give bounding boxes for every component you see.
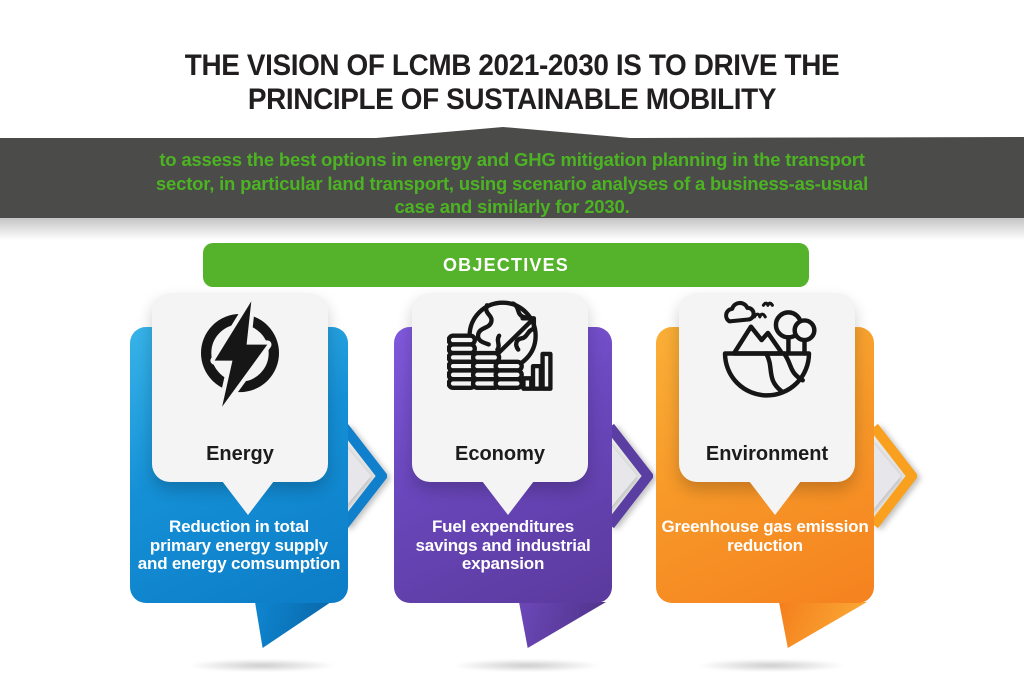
objectives-label: OBJECTIVES — [442, 255, 570, 275]
environment-bubble: Environment — [679, 293, 855, 482]
floor-shadow-energy — [187, 659, 337, 672]
energy-description-line: and energy comsumption — [137, 554, 341, 573]
energy-description-line: primary energy supply — [149, 535, 329, 555]
floor-shadow-environment — [696, 659, 846, 672]
ribbon-fold-energy — [255, 602, 331, 648]
vision-banner: to assess the best options in energy and… — [0, 127, 1024, 218]
environment-description-line: reduction — [727, 535, 803, 555]
lightning-circle-icon — [200, 299, 280, 409]
page-title: THE VISION OF LCMB 2021-2030 IS TO DRIVE… — [36, 49, 988, 117]
energy-bubble: Energy — [152, 293, 328, 482]
page-title-line-2: PRINCIPLE OF SUSTAINABLE MOBILITY — [247, 83, 777, 116]
environment-description: Greenhouse gas emission reduction — [656, 517, 874, 555]
economy-description-line: Fuel expenditures — [431, 517, 575, 536]
globe-coins-chart-icon — [447, 300, 553, 391]
energy-description: Reduction in total primary energy supply… — [130, 517, 348, 574]
chevron-right-icon-environment — [867, 423, 917, 529]
economy-description-line: savings and industrial — [415, 535, 591, 555]
economy-description: Fuel expenditures savings and industrial… — [394, 517, 612, 574]
energy-title: Energy — [206, 443, 274, 465]
objectives-pill: OBJECTIVES — [203, 243, 809, 287]
banner-drop-shadow — [0, 218, 1024, 240]
ribbon-fold-environment — [779, 602, 867, 648]
earth-nature-icon — [722, 300, 817, 398]
vision-banner-line-1: to assess the best options in energy and… — [159, 149, 865, 170]
vision-banner-line-3: case and similarly for 2030. — [394, 196, 630, 217]
energy-description-line: Reduction in total — [169, 517, 309, 536]
vision-banner-line-2: sector, in particular land transport, us… — [155, 172, 869, 194]
page-title-line-1: THE VISION OF LCMB 2021-2030 IS TO DRIVE… — [184, 49, 840, 82]
environment-title: Environment — [705, 443, 829, 465]
economy-bubble: Economy — [412, 293, 588, 482]
ribbon-fold-economy — [519, 602, 606, 648]
economy-title: Economy — [454, 443, 546, 465]
floor-shadow-economy — [452, 659, 602, 672]
vision-banner-text: to assess the best options in energy and… — [0, 148, 1024, 218]
environment-description-line: Greenhouse gas emission — [661, 517, 869, 536]
economy-description-line: expansion — [461, 554, 545, 573]
